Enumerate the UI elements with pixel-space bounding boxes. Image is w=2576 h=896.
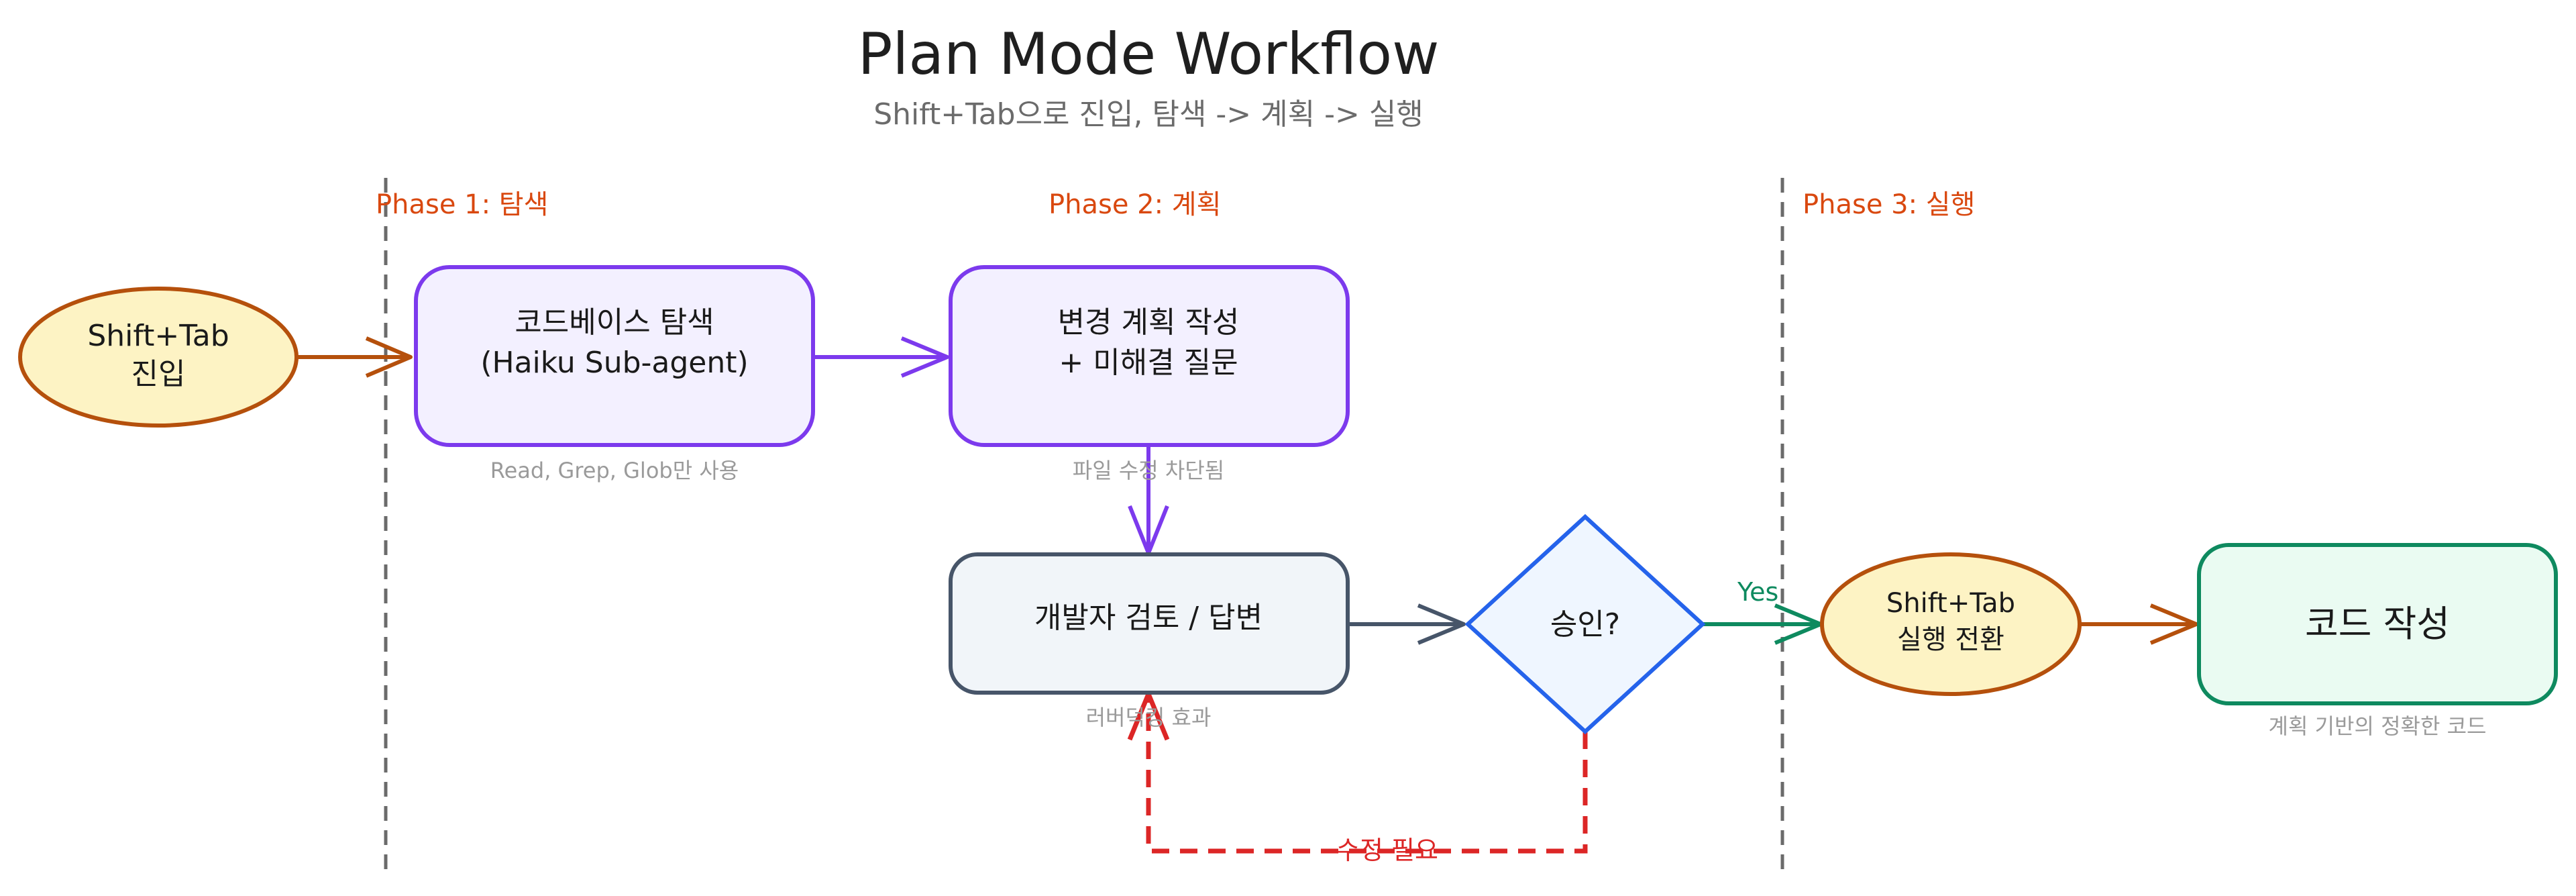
node-switch: Shift+Tab 실행 전환 [1820,552,2082,696]
node-start-line2: 진입 [131,357,186,391]
node-explore-line2: (Haiku Sub-agent) [480,346,748,380]
edge-review-approve-arrowhead [1417,603,1466,645]
node-start-line1: Shift+Tab [87,319,229,353]
node-code: 코드 작성 계획 기반의 정확한 코드 [2197,543,2558,739]
edge-revise-label: 수정 필요 [1336,836,1438,865]
node-review-note: 러버덕킹 효과 [1086,705,1212,730]
node-review-line1: 개발자 검토 / 답변 [1034,601,1263,635]
node-review: 개발자 검토 / 답변 러버덕킹 효과 [949,552,1350,730]
node-plan-shape [949,265,1350,447]
node-approve-shape [1464,513,1706,735]
node-switch-line2: 실행 전환 [1897,624,2004,655]
node-approve: 승인? [1464,513,1706,735]
edge-explore-plan-arrowhead [900,336,949,378]
phase-3-label: Phase 3: 실행 [1803,189,1975,220]
node-start: Shift+Tab 진입 [18,287,299,428]
diagram-subtitle: Shift+Tab으로 진입, 탐색 -> 계획 -> 실행 [873,97,1424,132]
node-explore-line1: 코드베이스 탐색 [515,305,714,340]
node-code-note: 계획 기반의 정확한 코드 [2269,713,2487,739]
node-review-shape [949,552,1350,695]
node-approve-line1: 승인? [1550,607,1620,642]
node-switch-shape [1820,552,2082,696]
node-plan-note: 파일 수정 차단됨 [1073,458,1224,483]
node-explore-shape [414,265,815,447]
edge-yes-label: Yes [1737,577,1778,607]
node-explore: 코드베이스 탐색 (Haiku Sub-agent) Read, Grep, G… [414,265,815,483]
node-plan-line2: + 미해결 질문 [1059,346,1238,380]
node-switch-line1: Shift+Tab [1886,588,2015,619]
phase-1-label: Phase 1: 탐색 [376,189,548,220]
diagram-title: Plan Mode Workflow [858,21,1440,88]
node-plan-line1: 변경 계획 작성 [1058,305,1240,340]
edge-start-explore-arrowhead [365,336,413,378]
node-start-shape [18,287,299,428]
edge-revise-loop [1146,698,1588,854]
node-plan: 변경 계획 작성 + 미해결 질문 파일 수정 차단됨 [949,265,1350,483]
edge-switch-code-arrowhead [2149,603,2198,645]
node-code-shape [2197,543,2558,705]
node-code-line1: 코드 작성 [2305,603,2450,645]
node-explore-note: Read, Grep, Glob만 사용 [490,458,739,483]
phase-2-label: Phase 2: 계획 [1049,189,1221,220]
